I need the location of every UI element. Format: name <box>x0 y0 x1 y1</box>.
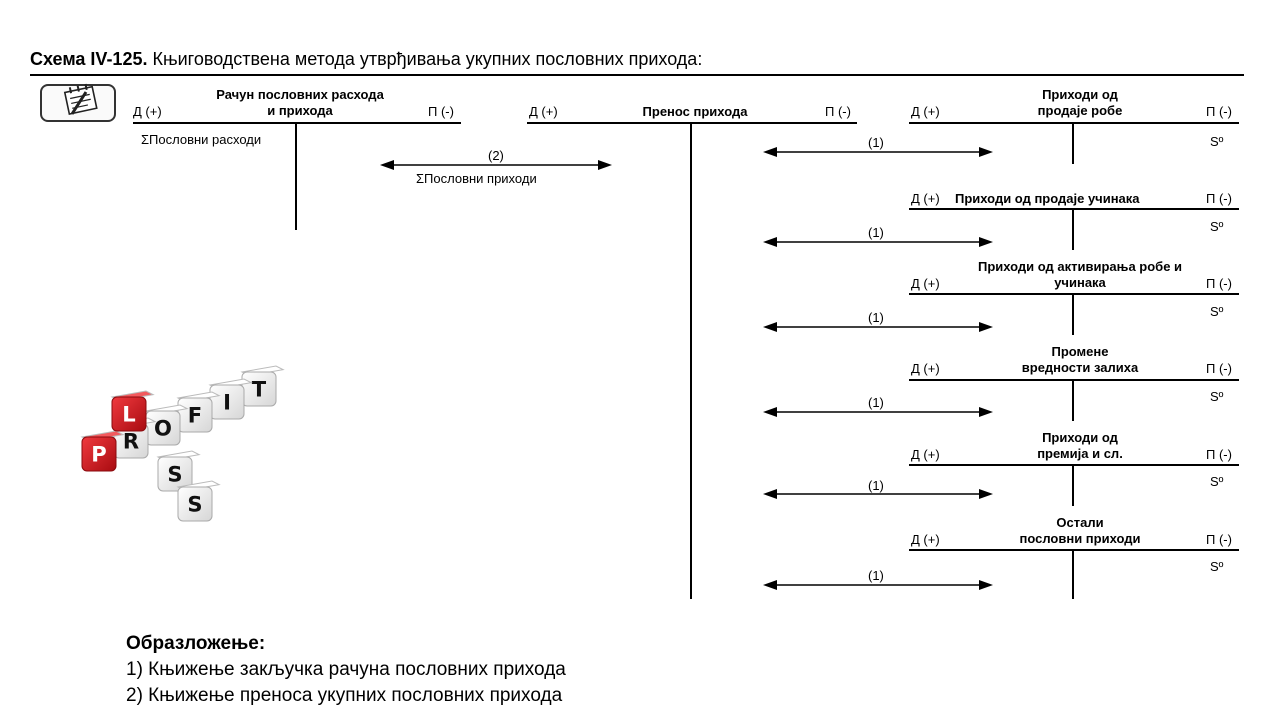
notepad-icon <box>40 83 116 122</box>
right-account-credit: П (-) <box>1206 191 1232 206</box>
arrow-2-number: (2) <box>488 148 504 163</box>
right-account-title-line2: учинака <box>1054 275 1106 290</box>
expenses-income-account-title: Рачун пословних расхода и прихода <box>190 87 410 119</box>
right-account-debit: Д (+) <box>911 361 940 376</box>
arrow-1-number: (1) <box>868 478 884 493</box>
right-account-top-line <box>909 379 1239 381</box>
right-account-title-line1: Промене <box>1051 344 1109 359</box>
right-account-title-line1: Остали <box>1056 515 1104 530</box>
cube-letter: P <box>91 441 106 466</box>
explanation-line-2: 2) Књижење преноса укупних пословних при… <box>126 685 563 706</box>
right-account-title-line2: пословни приходи <box>1019 531 1141 546</box>
explanation-title: Образложење: <box>126 633 266 654</box>
right-account-balance: Sº <box>1210 389 1224 404</box>
expenses-income-top-line <box>133 122 461 124</box>
right-account-title-line2: премија и сл. <box>1037 446 1123 461</box>
expenses-income-credit: П (-) <box>428 104 454 119</box>
right-account-credit: П (-) <box>1206 104 1232 119</box>
right-account-credit: П (-) <box>1206 276 1232 291</box>
cube-letter: T <box>252 376 267 401</box>
right-account-title-line1: Приходи од <box>1042 430 1118 445</box>
explanation-line-1: 1) Књижење закључка рачуна пословних при… <box>126 659 566 680</box>
right-account-title-line1: Приходи од <box>1042 87 1118 102</box>
right-account-debit: Д (+) <box>911 191 940 206</box>
arrow-1 <box>763 322 993 332</box>
right-account-debit: Д (+) <box>911 447 940 462</box>
cube-letter: O <box>154 415 172 440</box>
scheme-id: Схема IV-125. <box>30 49 148 69</box>
cube-letter: L <box>122 401 135 426</box>
expenses-income-debit: Д (+) <box>133 104 162 119</box>
expenses-income-divider <box>295 122 297 230</box>
right-account-credit: П (-) <box>1206 532 1232 547</box>
letter-cube: O <box>144 404 189 446</box>
arrow-1 <box>763 580 993 590</box>
right-account-divider <box>1072 122 1074 164</box>
cube-letter: S <box>167 461 182 486</box>
right-account-top-line <box>909 208 1239 210</box>
title-rule <box>30 74 1244 76</box>
arrow-1-number: (1) <box>868 568 884 583</box>
arrow-1 <box>763 489 993 499</box>
arrow-1-number: (1) <box>868 310 884 325</box>
right-account-balance: Sº <box>1210 474 1224 489</box>
right-account-balance: Sº <box>1210 134 1224 149</box>
arrow-2 <box>380 160 612 170</box>
right-account-top-line <box>909 464 1239 466</box>
right-account-title-line2: продаје робе <box>1037 103 1123 118</box>
transfer-account-title: Пренос прихода <box>642 104 748 119</box>
right-account-title-line2: вредности залиха <box>1021 360 1139 375</box>
expenses-income-title-line2: и прихода <box>267 103 333 118</box>
expenses-income-entry: ΣПословни расходи <box>141 132 262 147</box>
arrow-1 <box>763 237 993 247</box>
right-account-divider <box>1072 293 1074 335</box>
right-account-balance: Sº <box>1210 559 1224 574</box>
arrow-1-number: (1) <box>868 395 884 410</box>
scheme-title-text: Књиговодствена метода утврђивања укупних… <box>152 49 703 69</box>
right-account-top-line <box>909 549 1239 551</box>
right-account-debit: Д (+) <box>911 104 940 119</box>
transfer-debit: Д (+) <box>529 104 558 119</box>
right-account-debit: Д (+) <box>911 532 940 547</box>
letter-cube: L <box>110 390 155 432</box>
arrow-1-number: (1) <box>868 135 884 150</box>
cube-letter: I <box>223 389 231 414</box>
right-account-debit: Д (+) <box>911 276 940 291</box>
letter-cube: S <box>176 480 221 522</box>
right-account-title-line2: Приходи од продаје учинака <box>955 191 1140 206</box>
letter-cube: T <box>240 365 285 407</box>
transfer-divider <box>690 122 692 599</box>
right-account-balance: Sº <box>1210 219 1224 234</box>
right-account-top-line <box>909 293 1239 295</box>
letter-cube: P <box>80 430 125 472</box>
right-account-divider <box>1072 464 1074 506</box>
arrow-2-label: ΣПословни приходи <box>416 171 537 186</box>
cube-letter: S <box>187 491 202 516</box>
right-account-credit: П (-) <box>1206 361 1232 376</box>
scheme-title: Схема IV-125. Књиговодствена метода утвр… <box>30 49 702 70</box>
cube-letter: F <box>188 402 202 427</box>
transfer-top-line <box>527 122 857 124</box>
transfer-credit: П (-) <box>825 104 851 119</box>
right-account-credit: П (-) <box>1206 447 1232 462</box>
arrow-1 <box>763 147 993 157</box>
arrow-1 <box>763 407 993 417</box>
right-account-divider <box>1072 208 1074 250</box>
cube-letter: R <box>123 428 139 453</box>
letter-cube: I <box>208 378 253 420</box>
right-account-balance: Sº <box>1210 304 1224 319</box>
letter-cube: S <box>156 450 201 492</box>
right-account-divider <box>1072 379 1074 421</box>
right-account-top-line <box>909 122 1239 124</box>
right-account-title-line1: Приходи од активирања робе и <box>977 259 1183 274</box>
expenses-income-title-line1: Рачун пословних расхода <box>216 87 384 102</box>
right-account-divider <box>1072 549 1074 599</box>
arrow-1-number: (1) <box>868 225 884 240</box>
